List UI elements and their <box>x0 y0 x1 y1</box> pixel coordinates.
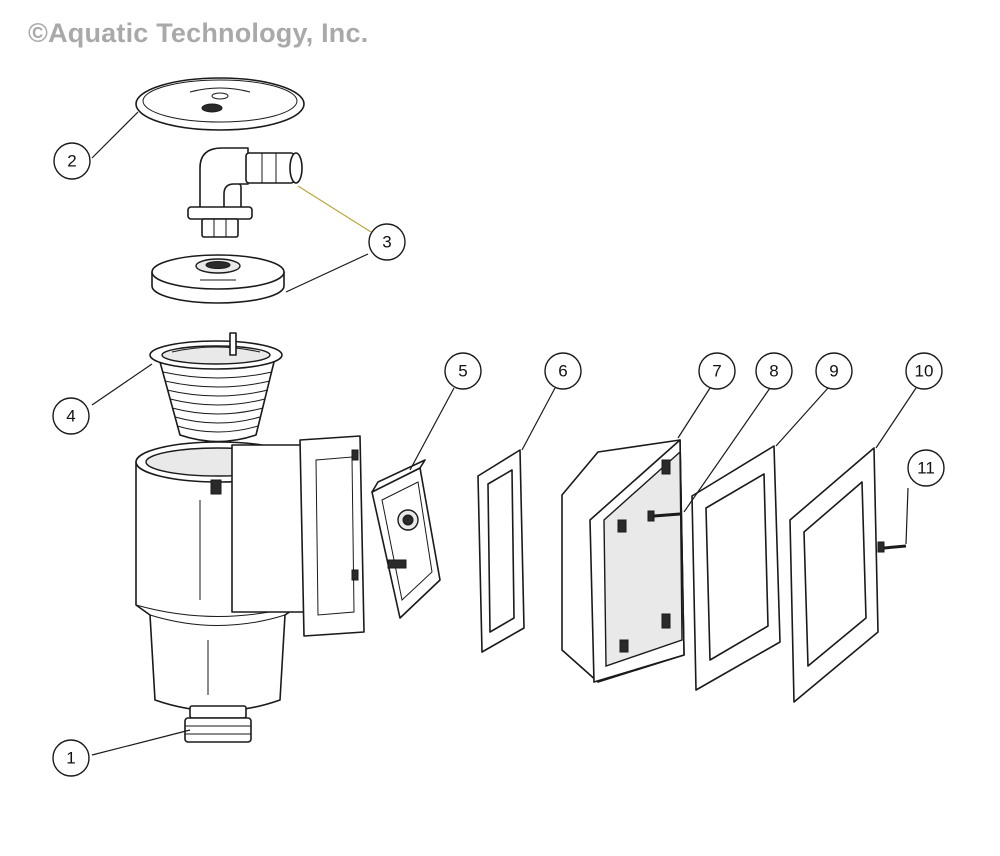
callout-6: 6 <box>544 352 582 390</box>
callout-4: 4 <box>52 397 90 435</box>
callout-1: 1 <box>52 739 90 777</box>
svg-text:1: 1 <box>66 749 75 768</box>
part-weir-door <box>371 459 441 619</box>
part-screw-8 <box>647 510 681 522</box>
callout-3: 3 <box>368 223 406 261</box>
svg-text:2: 2 <box>67 152 76 171</box>
callout-5: 5 <box>444 352 482 390</box>
callout-7: 7 <box>698 352 736 390</box>
svg-text:5: 5 <box>458 362 467 381</box>
svg-text:3: 3 <box>382 233 391 252</box>
callout-8: 8 <box>755 352 793 390</box>
callout-9: 9 <box>815 352 853 390</box>
callout-10: 10 <box>905 352 943 390</box>
svg-text:4: 4 <box>66 407 75 426</box>
svg-text:9: 9 <box>829 362 838 381</box>
leader-lines <box>91 111 917 756</box>
svg-text:8: 8 <box>769 362 778 381</box>
part-skimmer-plate <box>151 254 285 304</box>
part-basket <box>149 332 283 443</box>
callout-11: 11 <box>907 449 945 487</box>
part-screw-11 <box>877 541 907 553</box>
callout-2: 2 <box>53 142 91 180</box>
part-elbow-fitting <box>187 147 303 238</box>
part-gasket-6 <box>477 449 525 653</box>
part-faceplate <box>789 447 879 703</box>
svg-text:7: 7 <box>712 362 721 381</box>
part-gasket-9 <box>691 445 781 691</box>
svg-text:10: 10 <box>915 362 934 381</box>
part-skimmer-body <box>135 435 365 743</box>
part-lid <box>135 77 305 131</box>
copyright-text: ©Aquatic Technology, Inc. <box>28 18 369 48</box>
svg-text:11: 11 <box>917 459 935 478</box>
svg-text:6: 6 <box>558 362 567 381</box>
part-throat-extension <box>561 439 685 683</box>
